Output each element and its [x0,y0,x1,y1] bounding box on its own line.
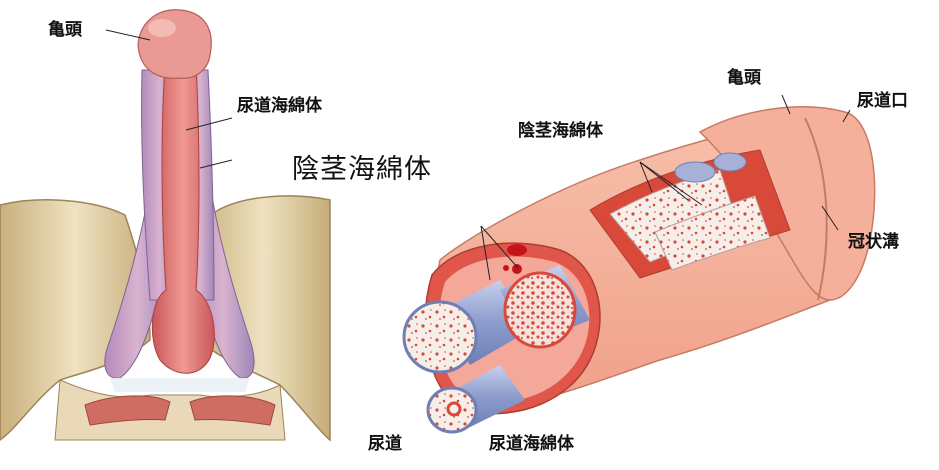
label-glans-right: 亀頭 [727,70,761,87]
label-coronal-sulcus: 冠状溝 [848,234,899,251]
urethra-lumen [448,403,460,415]
label-urethra: 尿道 [368,436,402,453]
label-corpus-spongiosum-left: 尿道海綿体 [237,98,322,115]
label-urethral-orifice: 尿道口 [857,93,908,110]
glans-left-figure [138,10,211,79]
corpus-cavernosum-section-right [505,273,575,347]
label-corpus-spongiosum-bottom: 尿道海綿体 [489,436,574,453]
label-corpus-cavernosum-center: 陰茎海綿体 [292,156,432,183]
left-anatomy-figure [0,10,330,440]
corpus-cavernosum-section-left [404,302,476,372]
right-cross-section-figure [404,95,875,432]
label-corpus-cavernosum-right: 陰茎海綿体 [518,123,603,140]
label-glans-left: 亀頭 [48,22,82,39]
